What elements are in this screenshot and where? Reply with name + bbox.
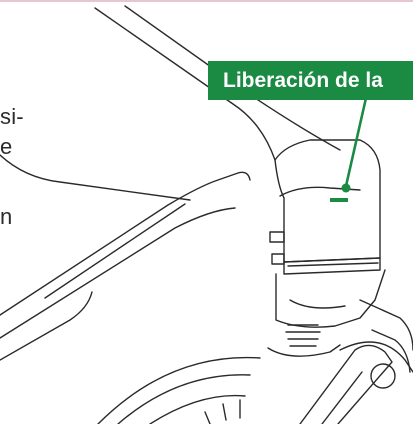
spring-coil xyxy=(285,324,321,347)
wheel-spokes xyxy=(204,399,241,424)
text-fragment-1: si- xyxy=(0,104,24,129)
top-border-rule xyxy=(0,0,413,2)
text-fragment-2: e xyxy=(0,134,13,159)
swivel-body xyxy=(275,269,386,328)
wheel-outer xyxy=(97,356,261,424)
housing-tab-2 xyxy=(271,253,285,265)
text-fragment-3: n xyxy=(0,204,13,229)
upper-frame-tube xyxy=(94,7,276,161)
side-bar-inner-edge xyxy=(44,203,186,299)
collar-line xyxy=(287,262,379,267)
callout-leader xyxy=(344,96,368,188)
axle-bolt xyxy=(370,363,396,389)
release-button-marker xyxy=(330,198,348,202)
lower-left-frame xyxy=(0,291,93,361)
joint-housing-top xyxy=(279,186,361,197)
fork-bracket-inner xyxy=(321,371,363,424)
housing-tab xyxy=(269,231,285,243)
wheel-inner xyxy=(149,394,246,424)
wheel-mid xyxy=(117,374,251,424)
release-callout-label: Liberación de la xyxy=(208,61,413,100)
side-bar-lower-edge xyxy=(0,207,236,339)
joint-collar xyxy=(283,257,381,275)
callout-dot xyxy=(341,183,351,193)
spring-base xyxy=(267,344,341,357)
leader-line-left xyxy=(0,154,191,201)
joint-housing xyxy=(274,139,381,263)
fork-bracket xyxy=(299,344,393,424)
side-bar-upper-edge xyxy=(0,171,251,316)
fork-plate xyxy=(339,341,413,373)
swivel-inner xyxy=(289,299,346,309)
